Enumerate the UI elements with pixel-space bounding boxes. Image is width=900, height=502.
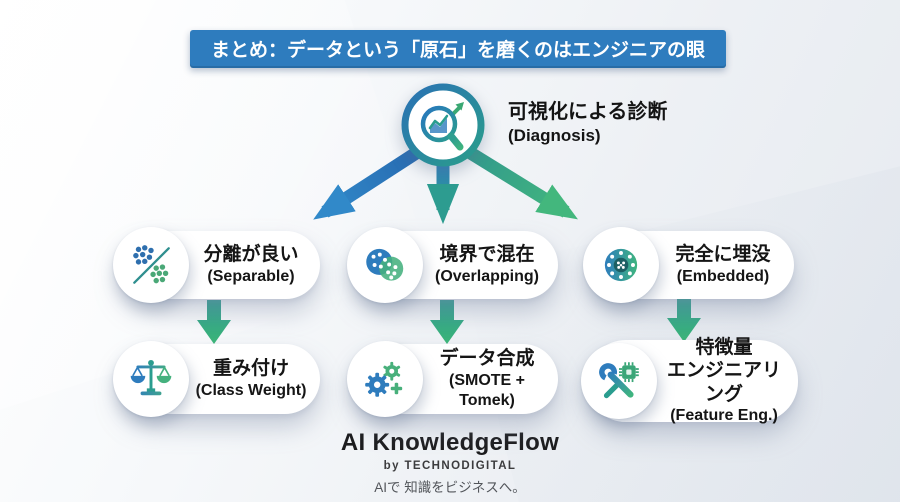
- card-title-en: (SMOTE + Tomek): [448, 371, 525, 409]
- card-embedded-label: 完全に埋没 (Embedded): [660, 243, 794, 286]
- card-smote-label: データ合成 (SMOTE + Tomek): [424, 347, 558, 410]
- arrow-embedded-to-featureeng: [667, 298, 701, 342]
- embedded-cluster-icon: [583, 227, 659, 303]
- balance-scale-icon: [113, 341, 189, 417]
- card-separable: 分離が良い (Separable): [113, 227, 320, 303]
- card-title-jp: データ合成: [439, 348, 535, 370]
- diagnosis-title-en: (Diagnosis): [508, 126, 601, 145]
- card-title-jp: 境界で混在: [439, 244, 535, 266]
- card-title-jp-line1: 特徴量: [695, 337, 753, 359]
- magnifier-chart-icon: [401, 83, 485, 167]
- brand-logo-text: AI KnowledgeFlow: [340, 429, 560, 456]
- diagnosis-label: 可視化による診断 (Diagnosis): [508, 100, 667, 146]
- card-title-jp-line2: エンジニアリング: [666, 360, 781, 405]
- card-class-weight: 重み付け (Class Weight): [113, 341, 320, 417]
- banner-text: まとめ：データという「原石」を磨くのはエンジニアの眼: [210, 40, 706, 61]
- arrow-separable-to-classweight: [197, 300, 231, 344]
- brand-tagline: AIで 知識をビジネスへ。: [374, 480, 526, 495]
- card-embedded: 完全に埋没 (Embedded): [583, 227, 794, 303]
- card-overlapping: 境界で混在 (Overlapping): [347, 227, 558, 303]
- card-title-en: (Feature Eng.): [670, 406, 778, 424]
- card-class-weight-label: 重み付け (Class Weight): [190, 357, 320, 400]
- arrow-overlapping-to-smote: [430, 300, 464, 344]
- card-smote: データ合成 (SMOTE + Tomek): [347, 341, 558, 417]
- wrench-chip-icon: [581, 343, 657, 419]
- chip: [619, 362, 639, 383]
- card-title-jp: 重み付け: [212, 358, 289, 380]
- card-title-en: (Embedded): [676, 267, 770, 285]
- overlapping-clusters-icon: [347, 227, 423, 303]
- card-overlapping-label: 境界で混在 (Overlapping): [424, 243, 558, 286]
- card-title-en: (Separable): [207, 267, 295, 285]
- arrow-to-embedded: [452, 138, 578, 220]
- card-feature-engineering: 特徴量 エンジニアリング (Feature Eng.): [581, 337, 798, 424]
- card-feature-engineering-label: 特徴量 エンジニアリング (Feature Eng.): [658, 336, 798, 426]
- card-title-jp: 完全に埋没: [675, 244, 771, 266]
- card-title-en: (Class Weight): [195, 381, 307, 399]
- card-separable-label: 分離が良い (Separable): [190, 243, 320, 286]
- card-title-jp: 分離が良い: [203, 244, 299, 266]
- scatter-separated-icon: [113, 227, 189, 303]
- gears-plus-icon: [347, 341, 423, 417]
- card-title-en: (Overlapping): [434, 267, 539, 285]
- title-banner: まとめ：データという「原石」を磨くのはエンジニアの眼: [189, 30, 727, 68]
- diagnosis-title-jp: 可視化による診断: [508, 101, 668, 123]
- brand-byline: by TECHNODIGITAL: [383, 460, 517, 472]
